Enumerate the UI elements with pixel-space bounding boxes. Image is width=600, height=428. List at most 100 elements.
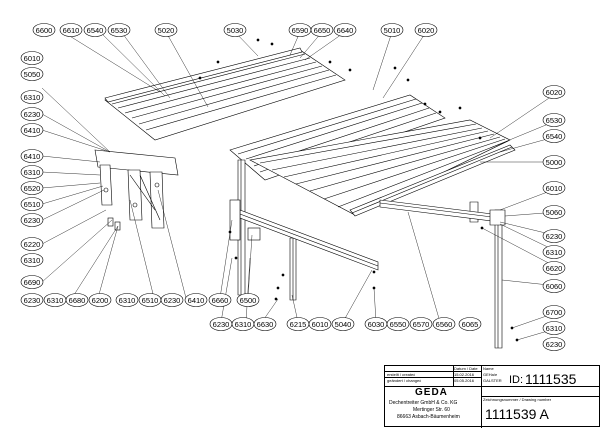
rear-bracket-assembly [94, 149, 179, 231]
callout-ellipse [542, 85, 566, 99]
callout-number: 5040 [335, 320, 352, 329]
callout-number: 6700 [546, 308, 563, 317]
callout-number: 6010 [24, 54, 41, 63]
callout-ellipse [542, 261, 566, 275]
callout-ellipse [542, 181, 566, 195]
callout-6410: 6410 [20, 149, 44, 163]
callout-ellipse [20, 90, 44, 104]
drawing-number-label: Zeichnungsnummer / Drawing number [483, 397, 552, 402]
callout-6620: 6620 [542, 261, 566, 275]
callout-number: 6310 [24, 256, 41, 265]
callout-6200: 6200 [88, 293, 112, 307]
callout-6230: 6230 [20, 213, 44, 227]
callout-ellipse [331, 317, 355, 331]
callout-ellipse [310, 23, 334, 37]
callout-5050: 5050 [20, 67, 44, 81]
changed-name: GALSTER [483, 378, 502, 383]
callout-number: 6530 [111, 26, 128, 35]
callout-number: 6020 [546, 88, 563, 97]
callout-number: 6310 [546, 248, 563, 257]
callout-6600: 6600 [32, 23, 56, 37]
callout-ellipse [236, 293, 260, 307]
created-name: GEHa/e [483, 372, 498, 377]
callout-number: 6310 [24, 93, 41, 102]
callout-number: 6630 [257, 320, 274, 329]
callout-ellipse [542, 305, 566, 319]
callout-number: 6500 [240, 296, 257, 305]
callout-6510: 6510 [138, 293, 162, 307]
callout-6310: 6310 [542, 245, 566, 259]
callout-ellipse [20, 107, 44, 121]
callout-6630: 6630 [253, 317, 277, 331]
callout-number: 6065 [462, 320, 479, 329]
callout-number: 6570 [413, 320, 430, 329]
callout-6310: 6310 [542, 321, 566, 335]
callout-6310: 6310 [43, 293, 67, 307]
callout-ellipse [308, 317, 332, 331]
callout-6700: 6700 [542, 305, 566, 319]
callout-6530: 6530 [107, 23, 131, 37]
callout-ellipse [414, 23, 438, 37]
callout-number: 6660 [212, 296, 229, 305]
callout-6230: 6230 [209, 317, 233, 331]
callout-number: 6410 [188, 296, 205, 305]
callout-number: 6230 [546, 340, 563, 349]
callout-number: 6510 [24, 200, 41, 209]
callout-6690: 6690 [20, 275, 44, 289]
callout-ellipse [20, 149, 44, 163]
callout-ellipse [542, 321, 566, 335]
callout-labels-left: 6010505063106230641064106310652065106230… [20, 51, 44, 289]
company-street: Mertinger Str. 60 [413, 407, 450, 413]
callout-number: 6310 [47, 296, 64, 305]
name-column-header: Name [483, 366, 494, 371]
callout-6640: 6640 [333, 23, 357, 37]
callout-6230: 6230 [20, 107, 44, 121]
callout-6410: 6410 [20, 123, 44, 137]
callout-ellipse [542, 337, 566, 351]
callout-5000: 5000 [542, 155, 566, 169]
company-logo: GEDA [415, 387, 448, 398]
callout-number: 6610 [63, 26, 80, 35]
callout-5010: 5010 [380, 23, 404, 37]
callout-6500: 6500 [236, 293, 260, 307]
title-block: Datum / Date Name erstellt / created 15.… [384, 365, 600, 428]
callout-6660: 6660 [208, 293, 232, 307]
callout-6230: 6230 [160, 293, 184, 307]
callout-number: 6310 [235, 320, 252, 329]
callout-6570: 6570 [409, 317, 433, 331]
callout-number: 6620 [546, 264, 563, 273]
callout-number: 6230 [213, 320, 230, 329]
callout-ellipse [253, 317, 277, 331]
callout-number: 5020 [158, 26, 175, 35]
callout-number: 6010 [312, 320, 329, 329]
created-date: 15.02.2016 [454, 372, 475, 377]
callout-ellipse [542, 245, 566, 259]
callout-6550: 6550 [386, 317, 410, 331]
callout-ellipse [20, 165, 44, 179]
callout-ellipse [32, 23, 56, 37]
callout-6560: 6560 [432, 317, 456, 331]
callout-number: 6410 [24, 152, 41, 161]
callout-6310: 6310 [20, 165, 44, 179]
callout-6010: 6010 [20, 51, 44, 65]
callout-ellipse [208, 293, 232, 307]
callout-5040: 5040 [331, 317, 355, 331]
callout-number: 5000 [546, 158, 563, 167]
callout-number: 6215 [290, 320, 307, 329]
callout-5020: 5020 [154, 23, 178, 37]
datum-column-header: Datum / Date [454, 366, 478, 371]
changed-label: geändert / changed [387, 378, 422, 383]
callout-6020: 6020 [414, 23, 438, 37]
callout-number: 6600 [36, 26, 53, 35]
callout-number: 6540 [87, 26, 104, 35]
callout-ellipse [542, 129, 566, 143]
callout-number: 6220 [24, 240, 41, 249]
callout-number: 6590 [292, 26, 309, 35]
callout-5060: 5060 [542, 205, 566, 219]
callout-ellipse [20, 197, 44, 211]
callout-number: 6060 [546, 282, 563, 291]
callout-ellipse [59, 23, 83, 37]
callout-ellipse [65, 293, 89, 307]
